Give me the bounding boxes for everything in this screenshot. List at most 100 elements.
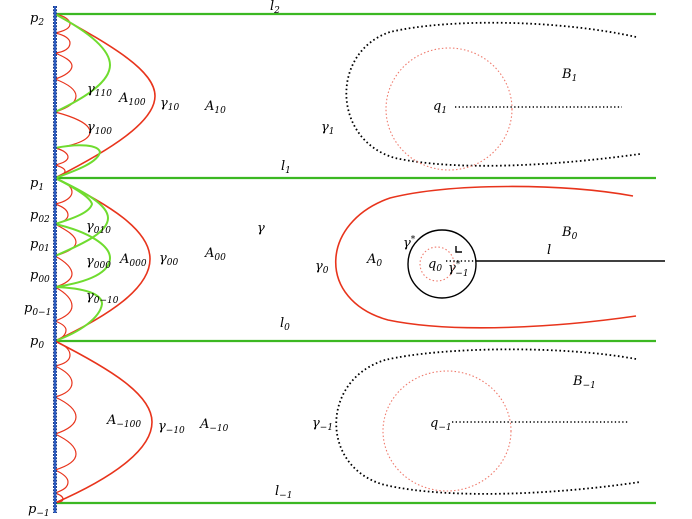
- label-g110: γ110: [87, 82, 112, 99]
- label-g0-base: γ: [315, 259, 323, 274]
- label-g10: γ10: [160, 96, 180, 113]
- label-p2-sub: 2: [37, 18, 44, 28]
- label-p1-base: p: [30, 176, 39, 191]
- label-A10-base: A: [204, 99, 214, 114]
- label-p0m1: p0−1: [24, 301, 51, 318]
- label-gstar: γ*: [403, 235, 416, 251]
- label-A100: A100: [118, 91, 146, 108]
- label-pm1-sub: −1: [36, 509, 49, 519]
- label-p02-base: p: [30, 208, 39, 223]
- label-Bm1-base: B: [572, 374, 583, 389]
- label-gm10-sub: −10: [166, 426, 185, 436]
- label-Am10: A−10: [199, 417, 229, 434]
- label-A0-base: A: [366, 252, 376, 267]
- label-A00-sub: 00: [214, 253, 226, 263]
- label-A000-base: A: [119, 252, 129, 267]
- label-gstar-base: γ: [403, 236, 411, 251]
- label-g0-sub: 0: [323, 266, 329, 276]
- curve-gamma0: [334, 185, 637, 329]
- label-p00-base: p: [30, 268, 39, 283]
- curve-green-mid-a: [54, 177, 94, 225]
- label-lm1-base: l: [275, 484, 279, 499]
- label-p0m1-base: p: [24, 301, 33, 316]
- label-p0: p0: [30, 334, 44, 351]
- label-lm1-sub: −1: [279, 491, 292, 501]
- label-B1: B1: [561, 67, 577, 84]
- label-A10: A10: [204, 99, 226, 116]
- label-qm1: q−1: [430, 416, 452, 433]
- label-A000: A000: [119, 252, 147, 269]
- label-Am10-base: A: [199, 417, 209, 432]
- label-g010: γ010: [86, 219, 111, 236]
- lobes-lower: [54, 340, 77, 504]
- label-g10-base: γ: [160, 96, 168, 111]
- label-q1: q1: [433, 99, 447, 116]
- label-p01: p01: [30, 237, 50, 254]
- label-q1-sub: 1: [441, 106, 447, 116]
- label-gm1: γ−1: [312, 416, 333, 433]
- label-A10-sub: 10: [214, 106, 226, 116]
- label-gm10: γ−10: [158, 419, 185, 436]
- label-g110-sub: 110: [95, 89, 112, 99]
- label-g000-base: γ: [86, 254, 94, 269]
- label-g0m10: γ0−10: [86, 289, 119, 306]
- label-p2-base: p: [30, 11, 39, 26]
- label-qm1-base: q: [430, 416, 438, 431]
- curve-gamma-1: [335, 348, 641, 495]
- label-l: l: [547, 243, 551, 258]
- label-g10-sub: 10: [168, 103, 180, 113]
- curve-gamma00: [54, 177, 151, 342]
- label-gamma: γ: [257, 221, 265, 236]
- curve-gamma010: [54, 177, 110, 257]
- label-A000-sub: 000: [129, 259, 146, 269]
- label-l2-sub: 2: [273, 6, 280, 16]
- label-A00: A00: [204, 246, 226, 263]
- label-p2: p2: [30, 11, 44, 28]
- label-p00: p00: [30, 268, 50, 285]
- label-p02: p02: [30, 208, 50, 225]
- label-p0-base: p: [30, 334, 39, 349]
- label-Bm1-sub: −1: [583, 381, 596, 391]
- label-l1-sub: 1: [285, 166, 291, 176]
- marker-q0: [455, 246, 462, 253]
- label-g0m10-sub: 0−10: [94, 296, 119, 306]
- label-gstarm1-sub: −1: [455, 269, 468, 279]
- label-g1-base: γ: [321, 120, 329, 135]
- label-g110-base: γ: [87, 82, 95, 97]
- label-g010-base: γ: [86, 219, 94, 234]
- curve-gamma-10: [54, 340, 153, 504]
- label-Am100-sub: −100: [116, 420, 141, 430]
- label-g00: γ00: [159, 251, 179, 268]
- label-g100-base: γ: [87, 120, 95, 135]
- circle-pink-q1: [385, 47, 513, 171]
- label-gm1-sub: −1: [320, 423, 333, 433]
- label-q0-base: q: [428, 257, 436, 272]
- label-A00-base: A: [204, 246, 214, 261]
- label-l-base: l: [547, 243, 551, 258]
- label-lm1: l−1: [275, 484, 292, 501]
- label-gstarm1-sup: *: [456, 260, 461, 270]
- label-g100-sub: 100: [95, 127, 112, 137]
- label-Am100-base: A: [106, 413, 116, 428]
- label-l1-base: l: [281, 159, 285, 174]
- label-l0-sub: 0: [284, 323, 290, 333]
- label-g1-sub: 1: [329, 127, 335, 137]
- label-p1-sub: 1: [38, 183, 44, 193]
- label-g000-sub: 000: [94, 261, 111, 271]
- circle-pink-q0: [419, 246, 455, 282]
- circle-pink-q-1: [382, 370, 512, 492]
- label-p1: p1: [30, 176, 44, 193]
- label-gamma-base: γ: [257, 221, 265, 236]
- label-qm1-sub: −1: [438, 423, 451, 433]
- curve-gamma000: [54, 223, 112, 288]
- label-Am100: A−100: [106, 413, 141, 430]
- label-gstarm1-base: γ: [448, 261, 456, 276]
- label-l0-base: l: [280, 316, 284, 331]
- label-A0-sub: 0: [376, 259, 382, 269]
- label-p00-sub: 00: [38, 275, 50, 285]
- curve-gamma1: [345, 21, 641, 167]
- label-B0-base: B: [561, 225, 572, 240]
- label-A100-sub: 100: [128, 98, 145, 108]
- label-l2-base: l: [270, 0, 274, 14]
